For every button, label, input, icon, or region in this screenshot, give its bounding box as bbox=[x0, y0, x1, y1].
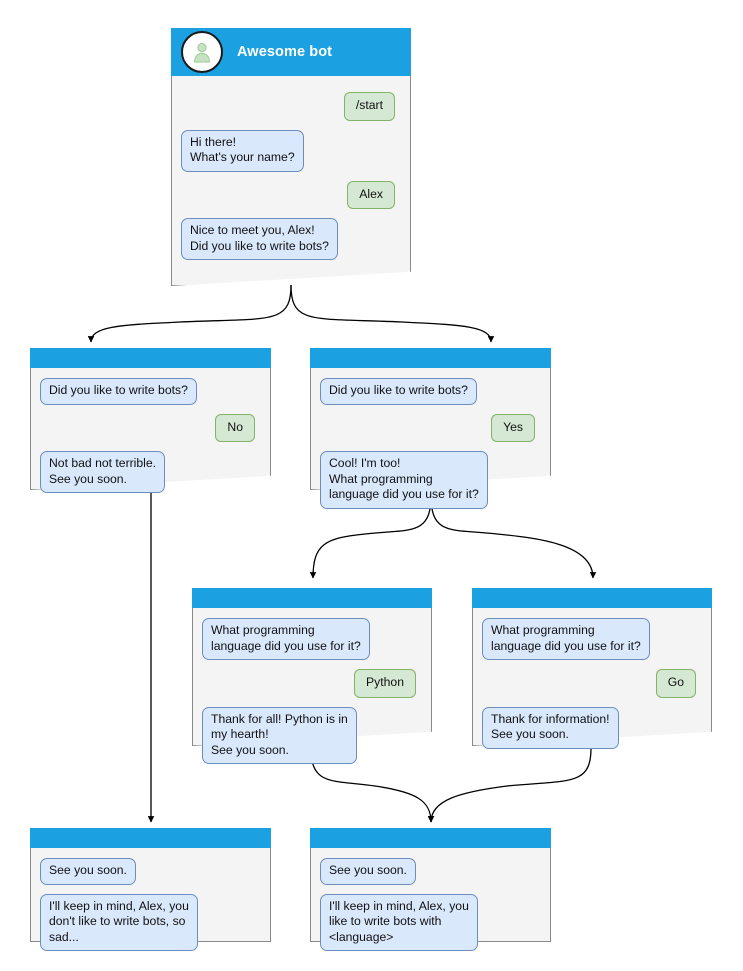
node-answer-yes-chat: Did you like to write bots? Yes Cool! I'… bbox=[310, 368, 551, 518]
node-language-python-chat: What programming language did you use fo… bbox=[192, 608, 432, 773]
message-bot: What programming language did you use fo… bbox=[482, 618, 650, 660]
message-user: Python bbox=[354, 669, 416, 698]
message-bot: Thank for all! Python is in my hearth! S… bbox=[202, 706, 357, 764]
message-bot: I'll keep in mind, Alex, you like to wri… bbox=[320, 893, 478, 951]
message-bot: Thank for information! See you soon. bbox=[482, 706, 619, 749]
node-answer-yes-titlebar bbox=[310, 348, 551, 368]
user-avatar-icon bbox=[181, 31, 223, 73]
node-root[interactable]: Awesome bot /start Hi there! What's your… bbox=[171, 28, 411, 286]
node-answer-no-chat: Did you like to write bots? No Not bad n… bbox=[30, 368, 271, 502]
message-bot: See you soon. bbox=[40, 858, 136, 885]
message-user: Alex bbox=[347, 180, 395, 209]
message-bot: See you soon. bbox=[320, 858, 416, 885]
node-language-python[interactable]: What programming language did you use fo… bbox=[192, 588, 432, 764]
edge-go-to-end-happy bbox=[427, 747, 592, 823]
node-language-go-chat: What programming language did you use fo… bbox=[472, 608, 712, 758]
message-bot: I'll keep in mind, Alex, you don't like … bbox=[40, 893, 198, 951]
node-end-sad[interactable]: See you soon. I'll keep in mind, Alex, y… bbox=[30, 828, 271, 951]
node-root-chat: /start Hi there! What's your name? Alex … bbox=[171, 84, 411, 269]
message-bot: Not bad not terrible. See you soon. bbox=[40, 451, 166, 493]
node-end-happy-chat: See you soon. I'll keep in mind, Alex, y… bbox=[310, 848, 551, 960]
node-end-happy-titlebar bbox=[310, 828, 551, 848]
edge-root-to-no bbox=[87, 284, 292, 343]
bot-title: Awesome bot bbox=[237, 44, 333, 60]
node-answer-no[interactable]: Did you like to write bots? No Not bad n… bbox=[30, 348, 271, 493]
node-end-sad-chat: See you soon. I'll keep in mind, Alex, y… bbox=[30, 848, 271, 960]
node-answer-no-titlebar bbox=[30, 348, 271, 368]
edge-root-to-yes bbox=[290, 284, 495, 343]
message-user: Go bbox=[655, 669, 696, 698]
message-user: No bbox=[215, 413, 255, 442]
message-bot: Did you like to write bots? bbox=[40, 378, 197, 405]
message-user: Yes bbox=[491, 413, 535, 442]
node-answer-yes[interactable]: Did you like to write bots? Yes Cool! I'… bbox=[310, 348, 551, 509]
node-end-sad-titlebar bbox=[30, 828, 271, 848]
node-language-go-titlebar bbox=[472, 588, 712, 608]
node-root-titlebar: Awesome bot bbox=[171, 28, 411, 76]
message-bot: What programming language did you use fo… bbox=[202, 618, 370, 660]
node-language-python-titlebar bbox=[192, 588, 432, 608]
node-language-go[interactable]: What programming language did you use fo… bbox=[472, 588, 712, 749]
message-user: /start bbox=[343, 92, 395, 121]
message-bot: Cool! I'm too! What programming language… bbox=[320, 451, 488, 509]
message-bot: Hi there! What's your name? bbox=[181, 129, 304, 172]
node-end-happy[interactable]: See you soon. I'll keep in mind, Alex, y… bbox=[310, 828, 551, 951]
message-bot: Nice to meet you, Alex! Did you like to … bbox=[181, 218, 338, 260]
message-bot: Did you like to write bots? bbox=[320, 378, 477, 405]
